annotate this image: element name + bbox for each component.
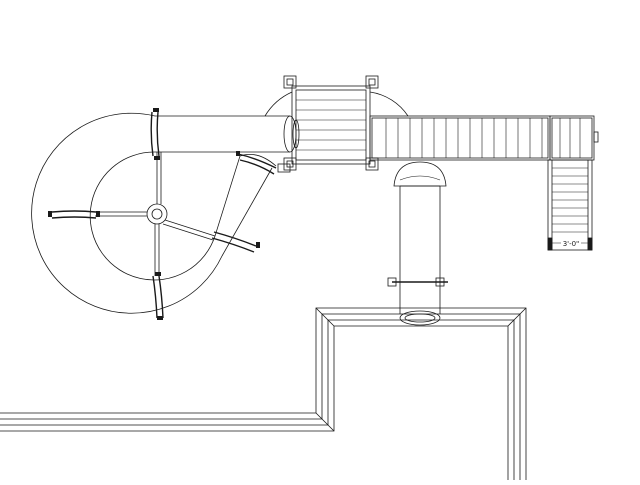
stair-dimension: 3'-0" bbox=[552, 237, 588, 248]
stairs bbox=[547, 159, 593, 251]
dimension-label: 3'-0" bbox=[563, 240, 580, 248]
spiral-slide bbox=[31, 108, 300, 320]
pool-outline bbox=[0, 307, 527, 480]
bridge bbox=[369, 115, 551, 161]
landing-deck bbox=[549, 115, 599, 161]
tube-clamps bbox=[51, 111, 277, 319]
main-deck bbox=[264, 75, 409, 173]
straight-slide bbox=[387, 161, 448, 326]
